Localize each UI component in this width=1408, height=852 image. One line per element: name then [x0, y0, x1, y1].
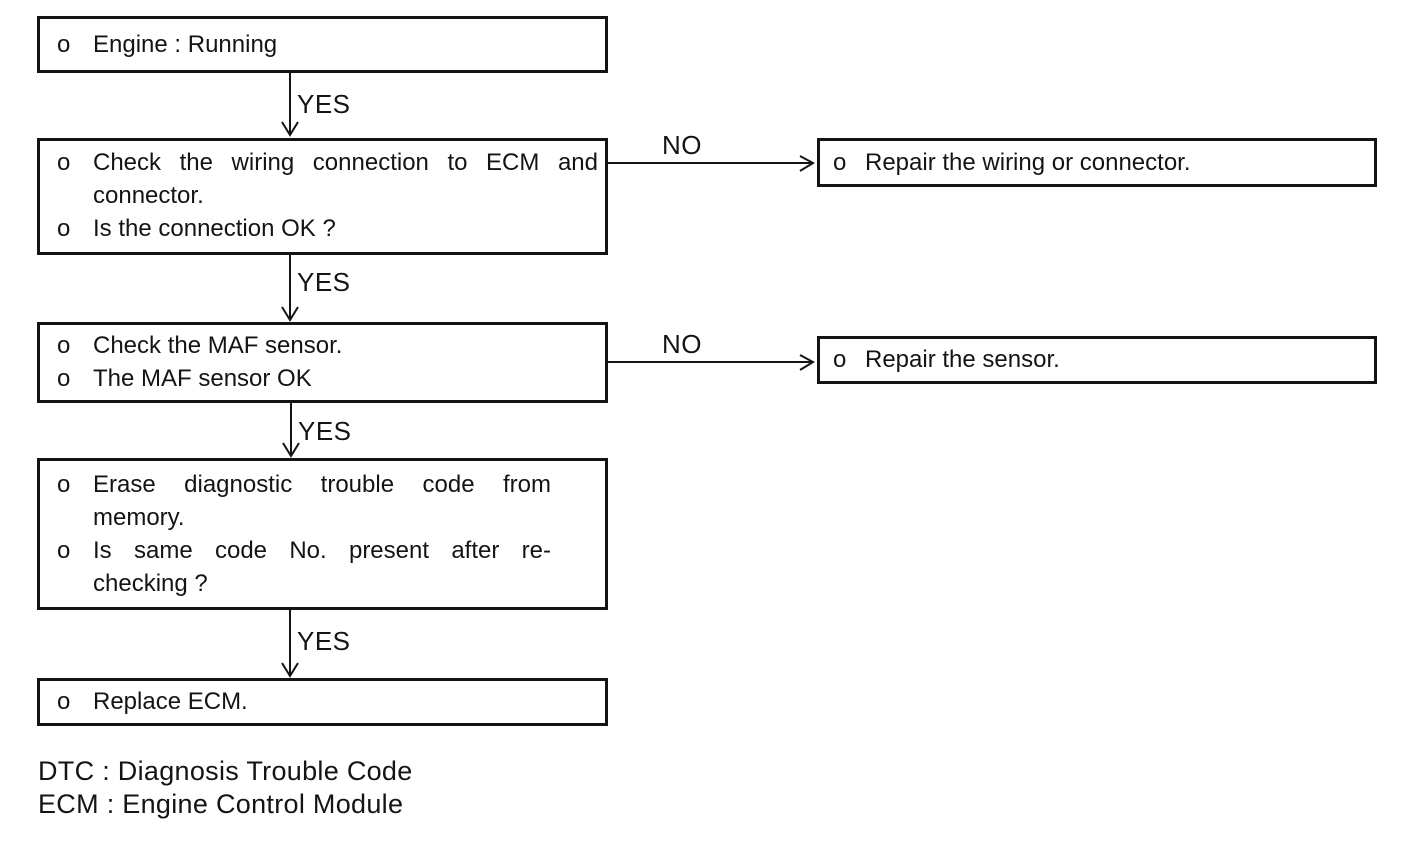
node-text-line: checking ?: [93, 570, 208, 597]
legend-dtc: DTC : Diagnosis Trouble Code: [38, 756, 413, 786]
bullet-marker: o: [57, 149, 71, 176]
right-arrowhead-icon: [799, 354, 816, 371]
node-item: o The MAF sensor OK: [40, 362, 605, 395]
no-label-2: NO: [662, 329, 702, 359]
bullet-marker: o: [57, 688, 71, 715]
down-arrowhead-icon: [282, 442, 300, 458]
bullet-marker: o: [57, 471, 71, 498]
node-repair-wiring: o Repair the wiring or connector.: [817, 138, 1377, 187]
legend-ecm: ECM : Engine Control Module: [38, 789, 404, 819]
node-engine-running: o Engine : Running: [37, 16, 608, 73]
node-item: o Erase diagnostic trouble code from mem…: [40, 468, 605, 534]
node-item: o Replace ECM.: [40, 685, 605, 718]
yes-label-4: YES: [297, 626, 351, 656]
node-item: o Check the wiring connection to ECM and…: [40, 146, 605, 212]
node-text-line: Check the MAF sensor.: [93, 332, 343, 359]
node-item: o Engine : Running: [40, 28, 605, 61]
node-erase-dtc: o Erase diagnostic trouble code from mem…: [37, 458, 608, 610]
node-check-maf-sensor: o Check the MAF sensor. o The MAF sensor…: [37, 322, 608, 403]
node-text-line: Erase diagnostic trouble code from: [93, 471, 551, 498]
node-text-line: Replace ECM.: [93, 688, 248, 715]
node-text-line: Check the wiring connection to ECM and: [93, 149, 598, 176]
bullet-marker: o: [57, 365, 71, 392]
node-text-line: Repair the wiring or connector.: [865, 149, 1191, 176]
legend: DTC : Diagnosis Trouble Code ECM : Engin…: [38, 755, 413, 821]
node-replace-ecm: o Replace ECM.: [37, 678, 608, 726]
node-text-line: Is same code No. present after re-: [93, 537, 551, 564]
yes-label-3: YES: [298, 416, 352, 446]
down-arrowhead-icon: [281, 662, 299, 678]
node-item: o Repair the sensor.: [820, 343, 1374, 376]
node-text-line: memory.: [93, 504, 185, 531]
node-text-line: Engine : Running: [93, 31, 278, 58]
node-text-line: The MAF sensor OK: [93, 365, 312, 392]
down-arrowhead-icon: [281, 121, 299, 137]
node-text-line: Is the connection OK ?: [93, 215, 336, 242]
bullet-marker: o: [57, 537, 71, 564]
down-arrowhead-icon: [281, 306, 299, 322]
node-text-line: connector.: [93, 182, 204, 209]
node-text-line: Repair the sensor.: [865, 346, 1060, 373]
bullet-marker: o: [57, 31, 71, 58]
bullet-marker: o: [57, 332, 71, 359]
yes-label-1: YES: [297, 89, 351, 119]
node-repair-sensor: o Repair the sensor.: [817, 336, 1377, 384]
bullet-marker: o: [833, 346, 847, 373]
yes-label-2: YES: [297, 267, 351, 297]
bullet-marker: o: [833, 149, 847, 176]
right-arrowhead-icon: [799, 155, 816, 172]
node-item: o Is the connection OK ?: [40, 212, 605, 245]
no-label-1: NO: [662, 130, 702, 160]
node-item: o Repair the wiring or connector.: [820, 146, 1374, 179]
node-item: o Is same code No. present after re- che…: [40, 534, 605, 600]
bullet-marker: o: [57, 215, 71, 242]
node-check-wiring: o Check the wiring connection to ECM and…: [37, 138, 608, 255]
node-item: o Check the MAF sensor.: [40, 329, 605, 362]
